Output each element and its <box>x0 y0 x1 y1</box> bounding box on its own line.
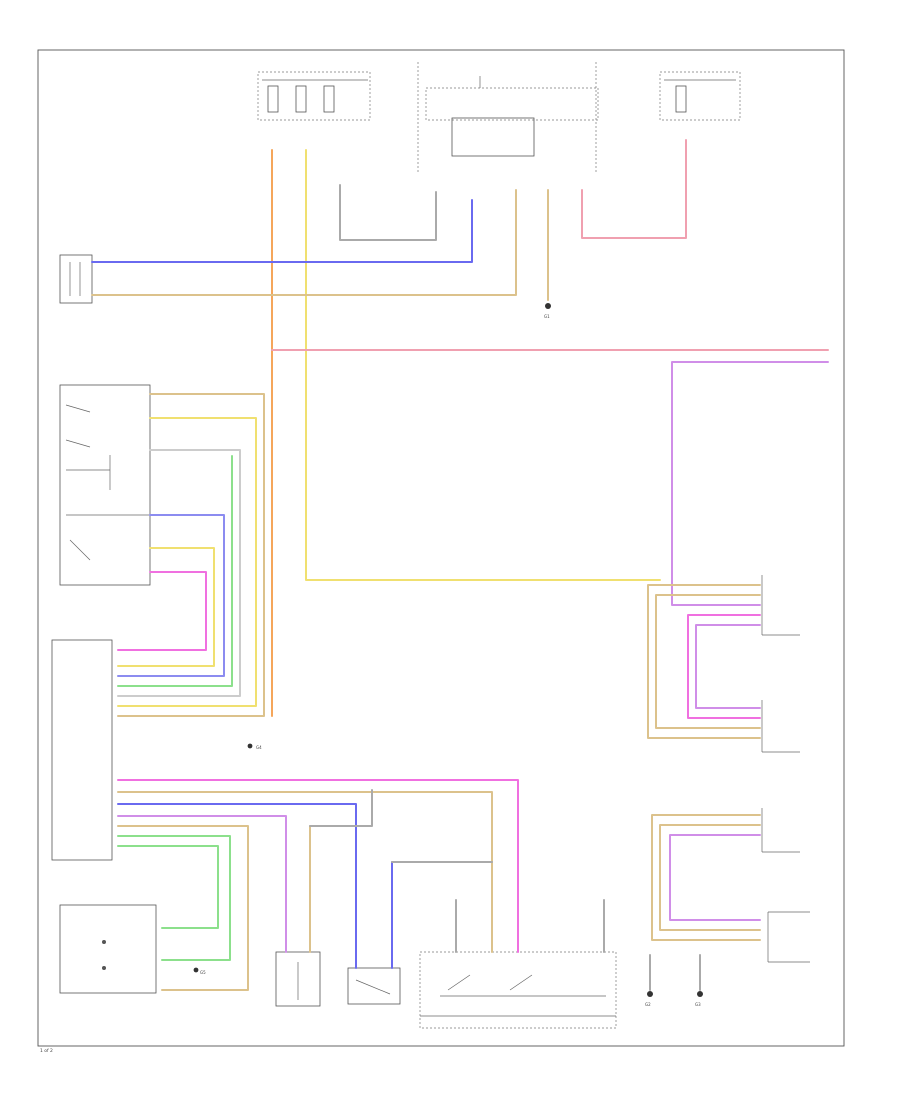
diagram-frame <box>37 49 845 1047</box>
fuse-box-right <box>659 71 741 121</box>
wire-green-switch <box>117 455 233 687</box>
central-control-module <box>425 76 599 157</box>
wire-green-lower-2 <box>117 845 219 929</box>
wire-tan-switch <box>117 393 265 717</box>
ground-5 <box>193 967 199 973</box>
wire-tan-lower-2 <box>117 825 249 991</box>
ground-label-1: G1 <box>544 314 550 319</box>
ground-2 <box>647 991 653 997</box>
wire-blue-switch <box>117 514 225 677</box>
ground-label-2: G2 <box>645 1002 651 1007</box>
wire-magenta-switch <box>117 571 207 651</box>
wire-green-lower <box>117 835 231 961</box>
wire-tan-right-2 <box>655 594 761 729</box>
right-module-1 <box>761 575 800 636</box>
wire-magenta-right <box>687 614 761 719</box>
fuse-box-left <box>257 71 371 121</box>
wire-pink-top <box>581 139 687 239</box>
footer-text: 1 of 2 <box>40 1048 53 1054</box>
wire-tan-right-3 <box>651 814 761 941</box>
wire-blue-top <box>91 199 473 263</box>
mirror-assembly <box>59 904 157 994</box>
wire-yellow-switch-2 <box>117 547 215 667</box>
wire-tan-top <box>91 189 517 296</box>
lock-switch <box>347 967 401 1005</box>
wire-violet-right-3 <box>669 834 761 921</box>
ground-3 <box>697 991 703 997</box>
ground-label-4: G4 <box>256 745 262 750</box>
control-module-left <box>51 639 113 861</box>
wire-grey-loop <box>339 184 437 241</box>
wire-violet-right-2 <box>695 624 761 709</box>
ground-label-3: G3 <box>695 1002 701 1007</box>
wire-yellow-switch <box>117 417 257 707</box>
ground-1 <box>545 303 551 309</box>
wire-tan-right-1 <box>647 584 761 739</box>
right-module-4 <box>767 911 810 963</box>
wire-magenta-lower <box>117 779 519 953</box>
wire-grey-motor <box>309 789 373 827</box>
mirror-switch <box>59 384 151 586</box>
wire-grey-switch <box>117 449 241 697</box>
ground-label-5: G5 <box>200 970 206 975</box>
window-motor <box>275 951 321 1007</box>
door-lock-unit <box>419 951 617 1029</box>
right-module-3 <box>761 808 800 853</box>
wire-tan-lower <box>117 791 493 953</box>
ground-4 <box>247 743 253 749</box>
wires <box>91 139 829 991</box>
wire-yellow-long <box>305 149 661 581</box>
wire-violet-lower <box>117 815 287 953</box>
wire-tan-right-4 <box>659 824 761 931</box>
sensor-left-upper <box>59 254 93 304</box>
wire-blue-lower <box>117 803 357 969</box>
wire-violet-right <box>671 361 829 606</box>
ground-symbols <box>193 303 703 997</box>
right-module-2 <box>761 700 800 753</box>
